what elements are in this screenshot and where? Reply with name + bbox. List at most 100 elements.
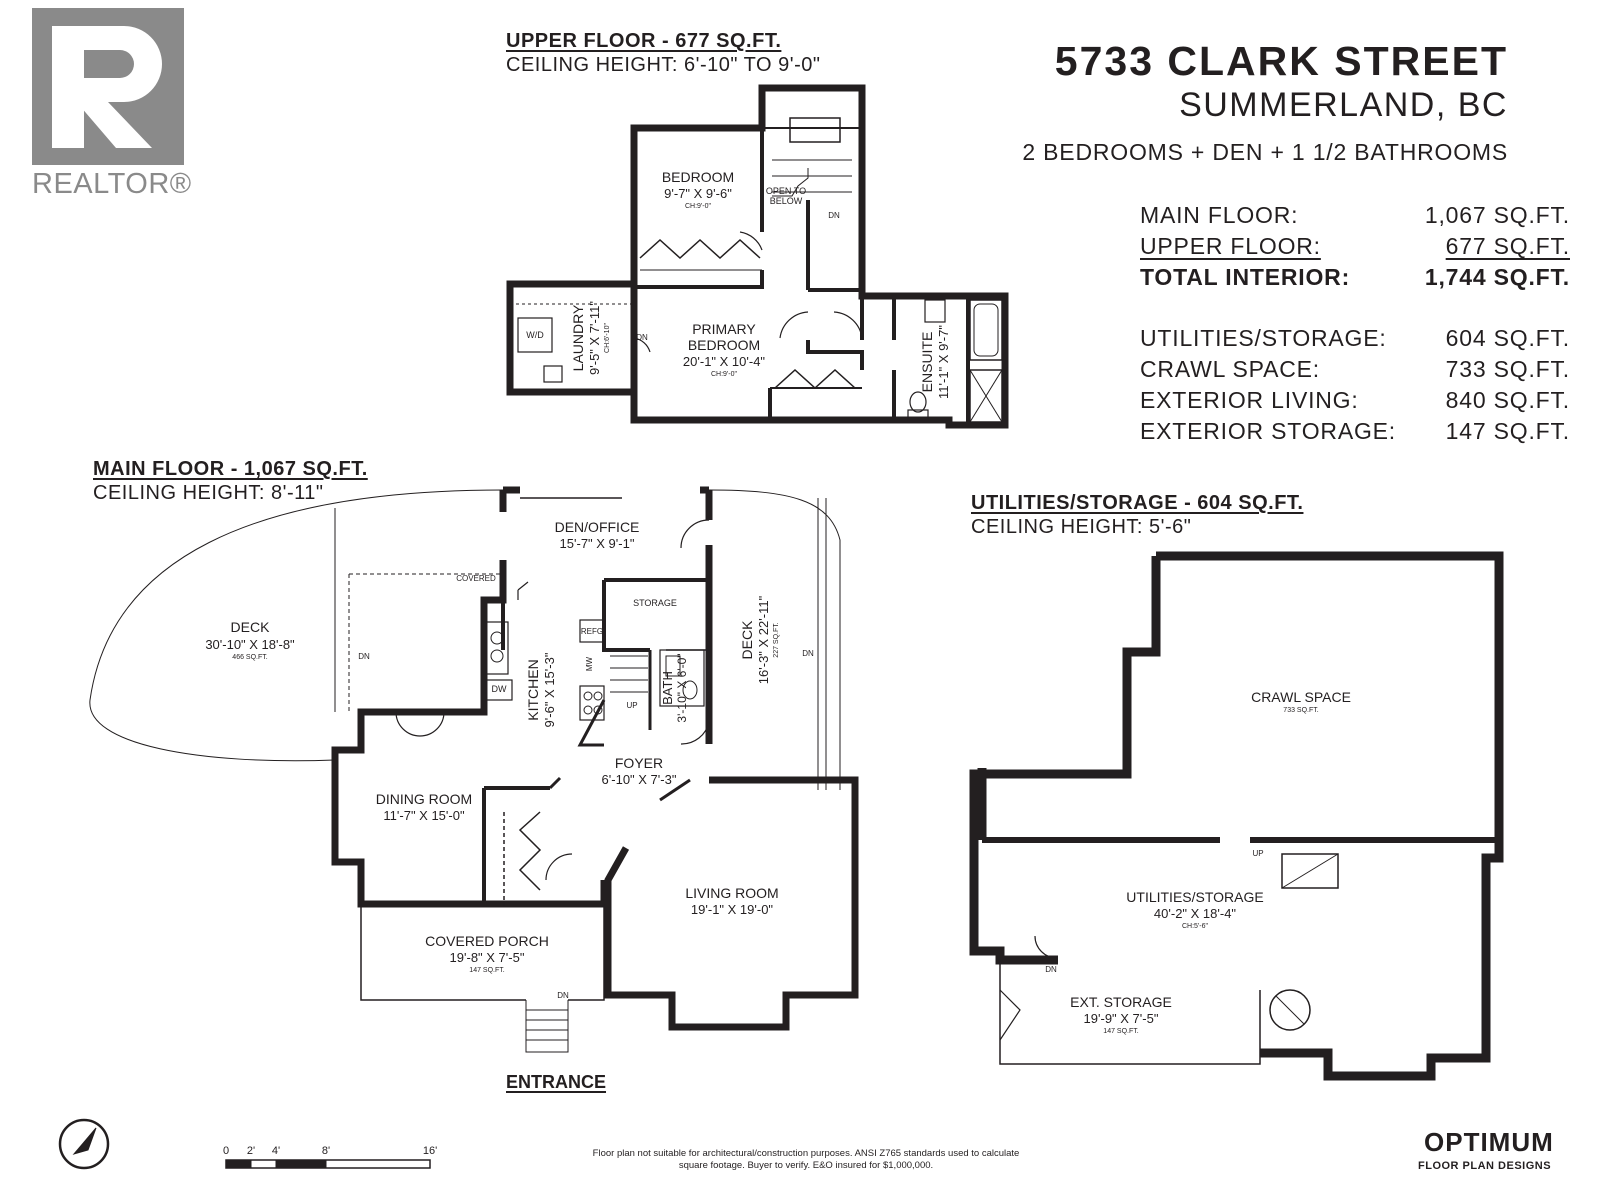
- stair-dn-label: DN: [828, 211, 840, 220]
- room-dims-bedroom: 9'-7" X 9'-6": [664, 186, 732, 201]
- scale-tick: 2': [247, 1145, 255, 1157]
- upper-floor-ceiling: CEILING HEIGHT: 6'-10" TO 9'-0": [506, 54, 821, 76]
- room-dims-laundry: 9'-5" X 7'-11": [587, 301, 602, 375]
- room-dims-ext-storage: 19'-9" X 7'-5": [1084, 1011, 1159, 1026]
- stair-up-label: UP: [626, 701, 637, 710]
- area-label: MAIN FLOOR:: [1140, 202, 1299, 228]
- room-dims-deck-east: 16'-3" X 22'-11": [756, 595, 771, 684]
- room-label-laundry: LAUNDRY: [570, 304, 586, 371]
- room-dims-utilities: 40'-2" X 18'-4": [1154, 906, 1237, 921]
- utilities-floor-plan: [969, 551, 1504, 1081]
- utilities-heading: UTILITIES/STORAGE - 604 SQ.FT.: [971, 492, 1304, 514]
- area-label: CRAWL SPACE:: [1140, 356, 1320, 382]
- property-summary: 2 BEDROOMS + DEN + 1 1/2 BATHROOMS: [1022, 139, 1508, 165]
- property-address: 5733 CLARK STREET: [1054, 38, 1508, 84]
- area-value: 1,067 SQ.FT.: [1424, 202, 1570, 228]
- main-floor-ceiling: CEILING HEIGHT: 8'-11": [93, 482, 324, 504]
- room-dims-living: 19'-1" X 19'-0": [691, 902, 774, 917]
- realtor-logo: REALTOR®: [32, 8, 207, 203]
- area-row: EXTERIOR STORAGE: 147 SQ.FT.: [1140, 416, 1570, 447]
- room-dims-deck-west: 30'-10" X 18'-8": [205, 637, 295, 652]
- area-label: UTILITIES/STORAGE:: [1140, 325, 1387, 351]
- room-area-deck-east: 227 SQ.FT.: [773, 622, 780, 657]
- room-ch-primary: CH:9'-0": [711, 371, 738, 378]
- room-area-crawl: 733 SQ.FT.: [1283, 707, 1318, 714]
- room-ch-laundry: CH:6'-10": [604, 323, 611, 353]
- area-summary-table: MAIN FLOOR: 1,067 SQ.FT. UPPER FLOOR:677 …: [1140, 200, 1570, 447]
- scale-tick: 4': [272, 1145, 280, 1157]
- area-label: EXTERIOR LIVING:: [1140, 387, 1359, 413]
- room-label-dining: DINING ROOM: [376, 791, 472, 807]
- room-dims-dining: 11'-7" X 15'-0": [383, 808, 465, 823]
- room-label-bedroom: BEDROOM: [662, 169, 734, 185]
- room-dims-bath: 3'-10" X 6'-0": [675, 653, 689, 722]
- main-floor-plan: [89, 486, 859, 1053]
- area-row-total: TOTAL INTERIOR: 1,744 SQ.FT.: [1140, 262, 1570, 293]
- area-value: 604 SQ.FT.: [1445, 325, 1570, 351]
- room-label-deck-west: DECK: [231, 619, 271, 635]
- open-to-below-label-2: BELOW: [770, 196, 803, 206]
- room-dims-porch: 19'-8" X 7'-5": [450, 950, 525, 965]
- room-label-ensuite: ENSUITE: [919, 332, 935, 393]
- covered-label: COVERED: [456, 574, 496, 583]
- disclaimer-text: Floor plan not suitable for architectura…: [592, 1148, 1020, 1171]
- scale-tick: 8': [322, 1145, 330, 1157]
- room-ch-utilities: CH:5'-6": [1182, 923, 1209, 930]
- area-value: 733 SQ.FT.: [1445, 356, 1570, 382]
- room-label-den: DEN/OFFICE: [555, 519, 640, 535]
- brand-tagline: FLOOR PLAN DESIGNS: [1418, 1160, 1552, 1172]
- area-value: 677 SQ.FT.: [1445, 233, 1570, 259]
- deck-dn-label: DN: [358, 652, 370, 661]
- room-dims-foyer: 6'-10" X 7'-3": [602, 772, 677, 787]
- room-label-living: LIVING ROOM: [685, 885, 778, 901]
- area-value: 840 SQ.FT.: [1445, 387, 1570, 413]
- area-label: TOTAL INTERIOR:: [1140, 264, 1351, 290]
- utilities-ceiling: CEILING HEIGHT: 5'-6": [971, 516, 1192, 538]
- entrance-label: ENTRANCE: [506, 1072, 607, 1092]
- room-label-bath: BATH: [660, 671, 675, 705]
- scale-tick: 0: [223, 1145, 229, 1157]
- room-label-porch: COVERED PORCH: [425, 933, 549, 949]
- washer-dryer-label: W/D: [526, 330, 544, 340]
- room-label-storage: STORAGE: [633, 598, 677, 608]
- realtor-text: REALTOR®: [32, 168, 192, 200]
- room-label-crawl: CRAWL SPACE: [1251, 689, 1351, 705]
- room-label-primary: PRIMARY: [692, 321, 756, 337]
- area-row: EXTERIOR LIVING: 840 SQ.FT.: [1140, 385, 1570, 416]
- open-to-below-label: OPEN TO: [766, 186, 806, 196]
- room-area-porch: 147 SQ.FT.: [469, 967, 504, 974]
- upper-floor-plan: [506, 84, 1009, 429]
- dishwasher-label: DW: [492, 684, 507, 694]
- room-label-primary-2: BEDROOM: [688, 337, 760, 353]
- brand-name: OPTIMUM: [1424, 1127, 1554, 1157]
- area-value: 147 SQ.FT.: [1445, 418, 1570, 444]
- room-label-kitchen: KITCHEN: [525, 659, 541, 720]
- porch-dn-label: DN: [557, 991, 569, 1000]
- property-city: SUMMERLAND, BC: [1179, 86, 1508, 124]
- room-label-ext-storage: EXT. STORAGE: [1070, 994, 1172, 1010]
- area-value: 1,744 SQ.FT.: [1424, 264, 1570, 290]
- area-label: EXTERIOR STORAGE:: [1140, 418, 1396, 444]
- refrigerator-label: REFG: [581, 627, 603, 636]
- north-arrow-icon: [58, 1118, 110, 1170]
- room-area-ext-storage: 147 SQ.FT.: [1103, 1028, 1138, 1035]
- utilities-up-label: UP: [1252, 849, 1263, 858]
- area-row: MAIN FLOOR: 1,067 SQ.FT.: [1140, 200, 1570, 231]
- laundry-dn-label: DN: [636, 333, 648, 342]
- area-row: UPPER FLOOR:677 SQ.FT.: [1140, 231, 1570, 262]
- room-area-deck-west: 466 SQ.FT.: [232, 654, 267, 661]
- scale-bar: [225, 1159, 431, 1169]
- scale-tick: 16': [423, 1145, 437, 1157]
- deck-east-dn-label: DN: [802, 649, 814, 658]
- upper-floor-heading: UPPER FLOOR - 677 SQ.FT.: [506, 30, 782, 52]
- area-row: UTILITIES/STORAGE: 604 SQ.FT.: [1140, 323, 1570, 354]
- room-dims-ensuite: 11'-1" X 9'-7": [936, 325, 951, 399]
- microwave-label: MW: [585, 656, 594, 671]
- room-label-utilities: UTILITIES/STORAGE: [1126, 889, 1263, 905]
- room-dims-primary: 20'-1" X 10'-4": [683, 354, 766, 369]
- room-dims-kitchen: 9'-6" X 15'-3": [542, 652, 557, 727]
- room-dims-den: 15'-7" X 9'-1": [560, 536, 635, 551]
- utilities-dn-label: DN: [1045, 965, 1057, 974]
- area-row: CRAWL SPACE: 733 SQ.FT.: [1140, 354, 1570, 385]
